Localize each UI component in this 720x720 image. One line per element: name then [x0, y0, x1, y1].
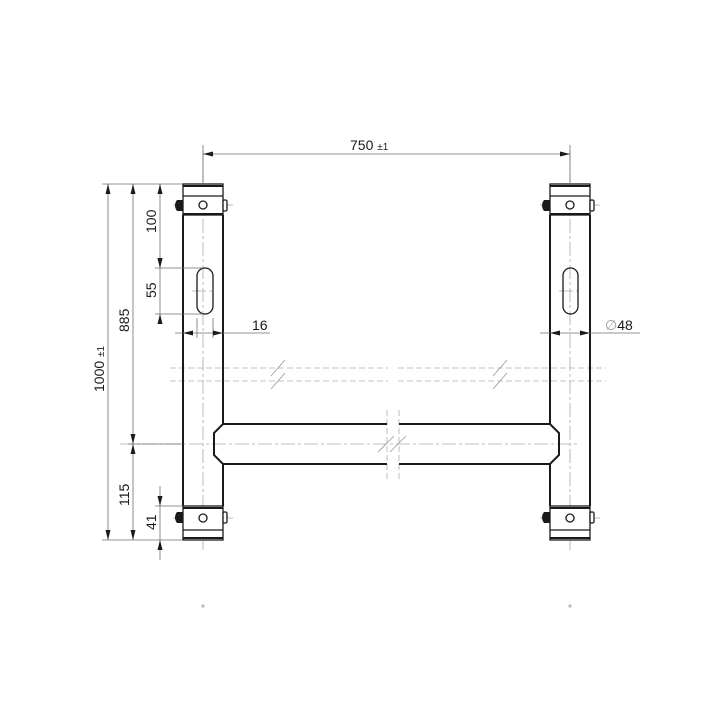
dim-48-value: 48: [617, 317, 633, 333]
clamp-bottom-right: [542, 505, 595, 541]
svg-text:750 ±1: 750 ±1: [350, 137, 389, 153]
dim-slot-55: 55: [143, 258, 163, 324]
diameter-symbol: ∅: [605, 318, 617, 334]
clamp-top-left: [175, 183, 228, 216]
right-tube: [549, 215, 591, 506]
dim-115-value: 115: [116, 483, 132, 506]
clamp-top-right: [542, 183, 595, 216]
break-lines: [170, 359, 606, 480]
dim-width-750: 750 ±1: [203, 137, 570, 157]
dim-55-value: 55: [143, 282, 159, 298]
svg-text:∅48: ∅48: [605, 317, 633, 334]
dim-1000-tol: ±1: [96, 345, 107, 356]
clamp-bottom-left: [175, 505, 228, 541]
dim-885-value: 885: [116, 308, 132, 332]
dim-750-value: 750: [350, 137, 374, 153]
break-marks: [270, 359, 508, 453]
dim-750-tol: ±1: [377, 142, 388, 153]
dim-100-value: 100: [143, 209, 159, 233]
dim-1000-value: 1000: [91, 361, 107, 392]
dim-diameter-48: ∅48: [540, 317, 640, 336]
left-tube: [182, 215, 224, 506]
reference-marks: [201, 604, 572, 608]
slot-left: [196, 267, 214, 315]
dim-16-value: 16: [252, 317, 268, 333]
extension-lines: [102, 145, 571, 541]
dim-height-885: 885: [116, 184, 136, 444]
dim-height-1000: 1000 ±1: [91, 184, 111, 540]
slot-right: [562, 267, 579, 315]
dim-top-100: 100: [143, 184, 163, 268]
dim-bottom-41: 41: [143, 486, 163, 560]
dim-41-value: 41: [143, 514, 159, 530]
dim-bottom-115: 115: [116, 444, 136, 540]
crossbar: [213, 423, 560, 465]
svg-text:1000 ±1: 1000 ±1: [91, 345, 107, 392]
dim-slot-16: 16: [175, 317, 270, 338]
